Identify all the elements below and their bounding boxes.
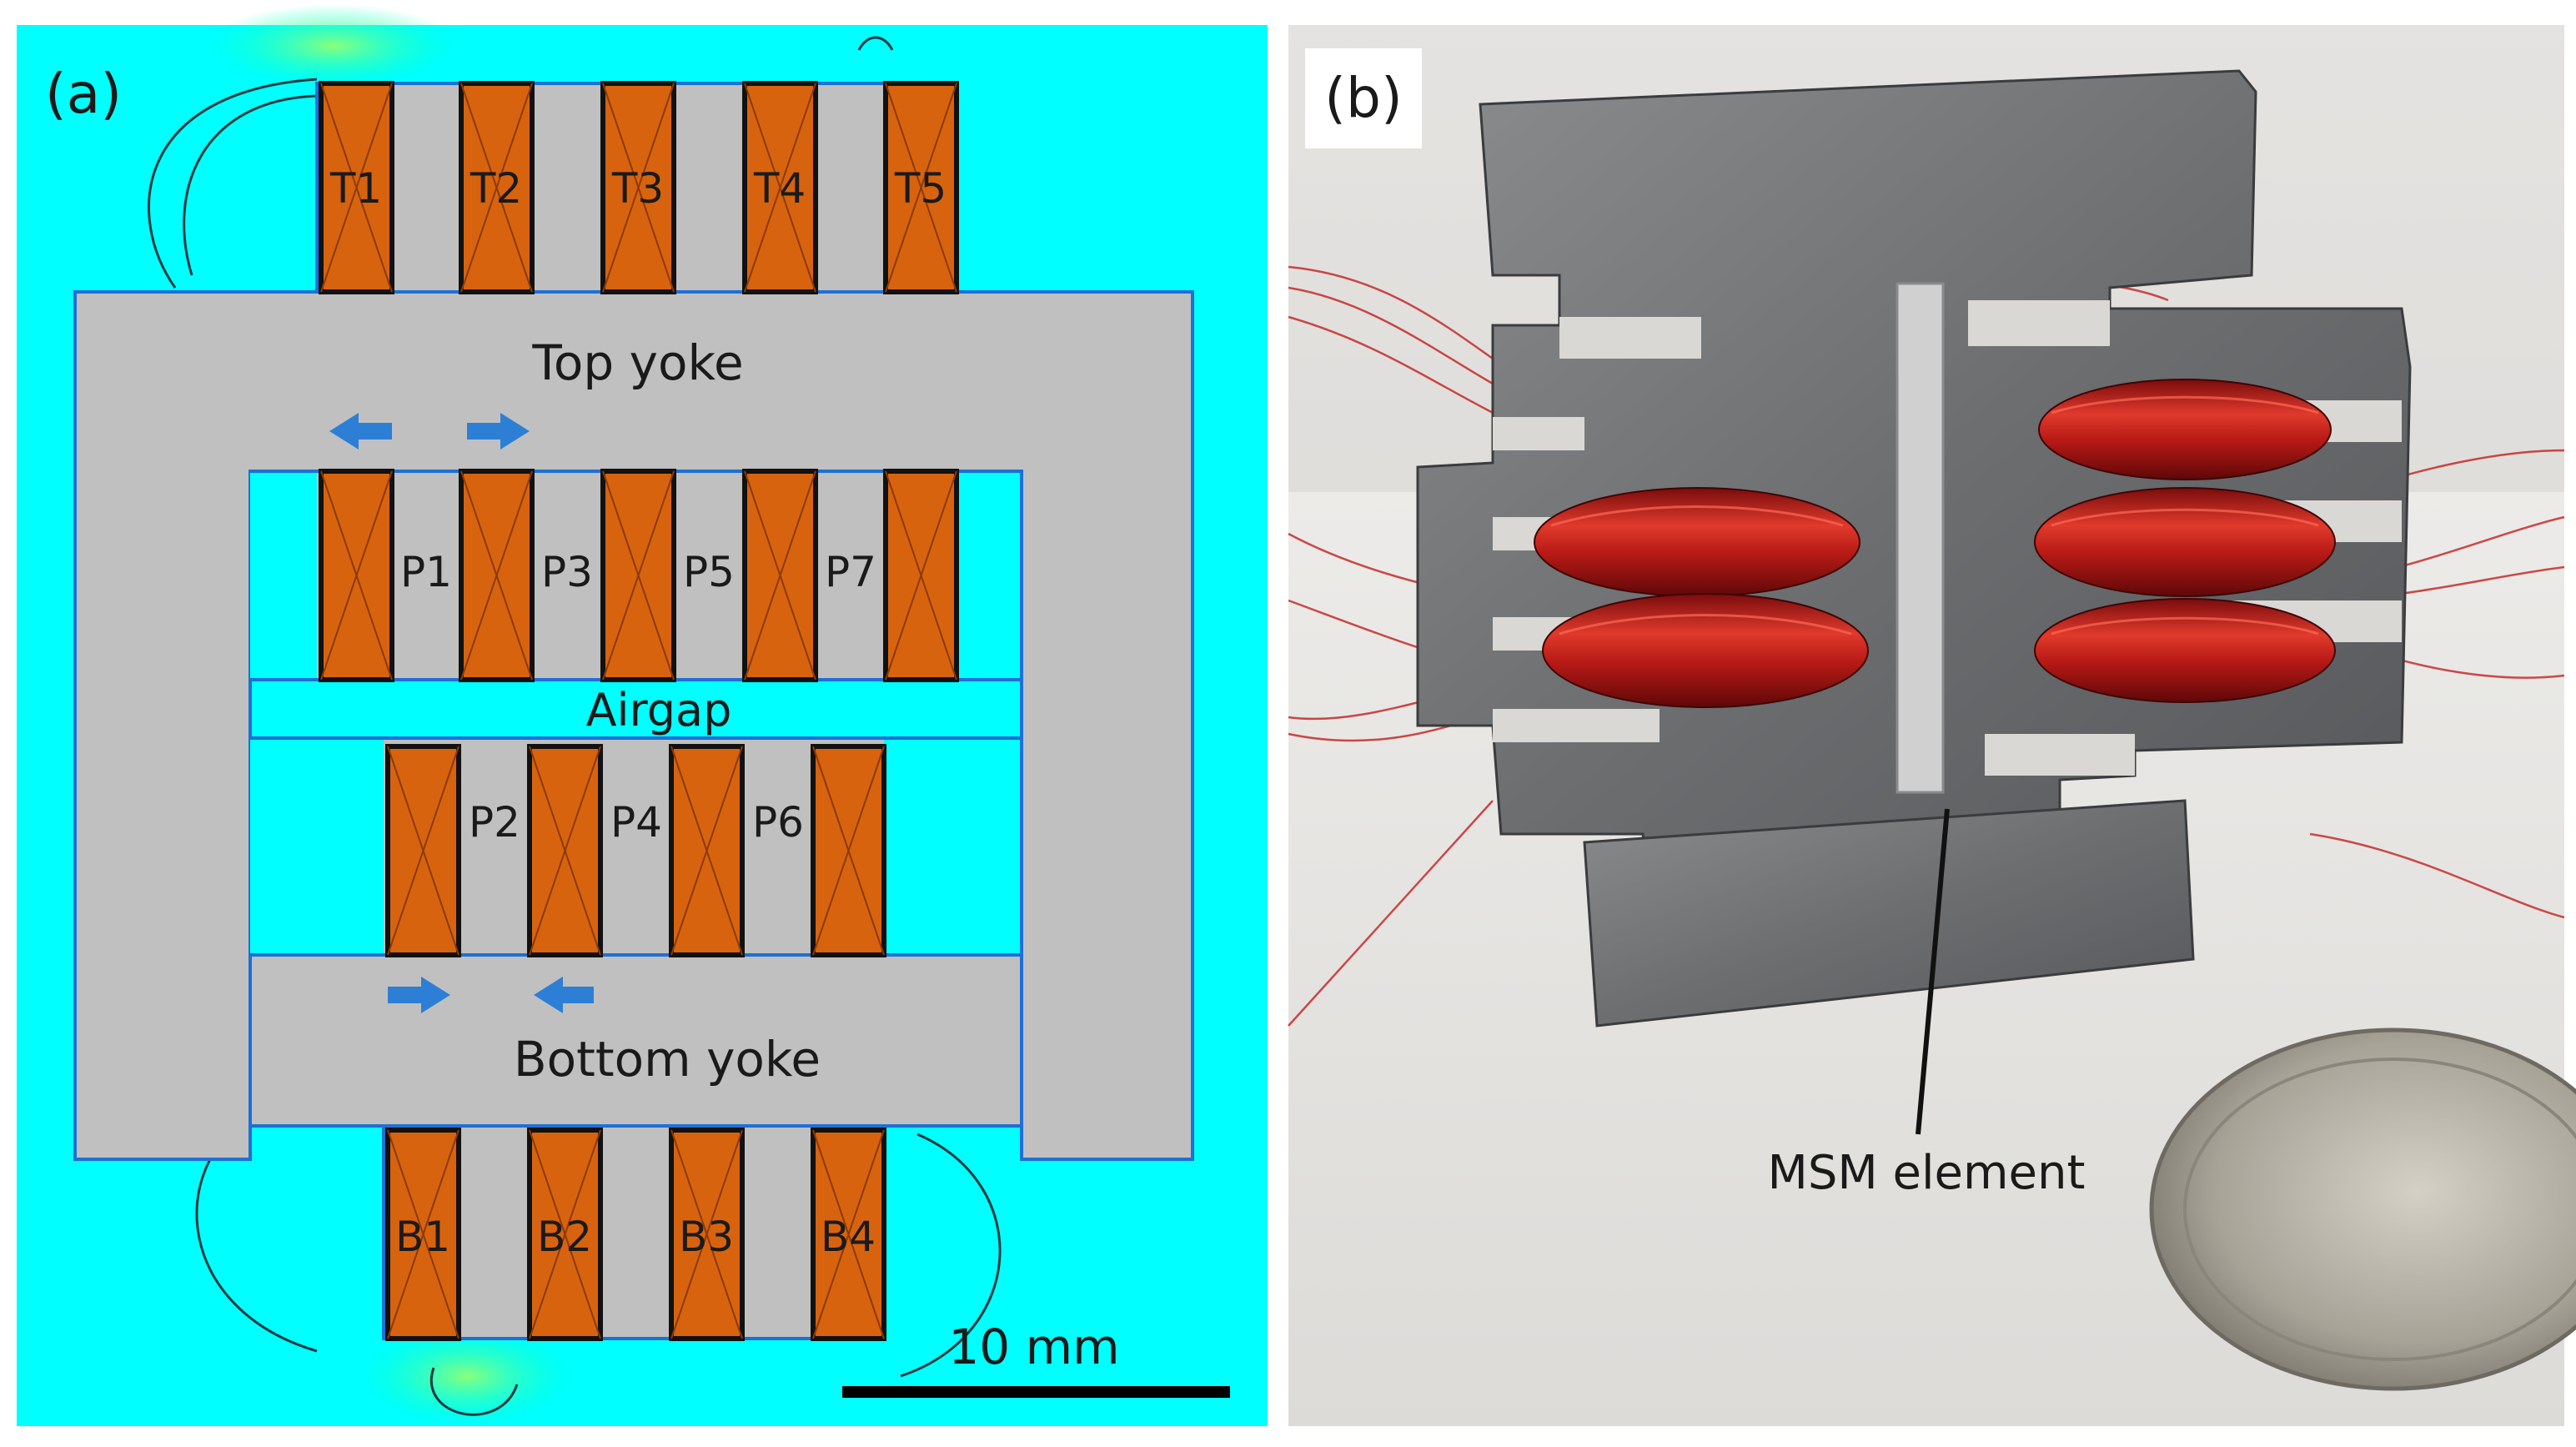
pole-label-p6: P6 [752, 798, 804, 847]
coil-label-t3: T3 [611, 164, 664, 213]
coil-t3 [600, 81, 676, 294]
pole-label-p3: P3 [541, 548, 593, 596]
coil-windows [250, 473, 1020, 953]
pole-label-p5: P5 [683, 548, 735, 596]
coil-t1 [319, 81, 394, 294]
callout-label: MSM element [1768, 1146, 2086, 1200]
pole-label-p7: P7 [825, 548, 876, 596]
wire-coil [2038, 379, 2332, 480]
coil-highlights [1550, 395, 2319, 636]
coil-pole-bottom [385, 744, 461, 957]
coil-label-b1: B1 [395, 1213, 450, 1261]
arrow-left-icon [329, 413, 392, 450]
wire-coil [1542, 593, 1869, 708]
coil-pole-bottom [669, 744, 745, 957]
bottom-yoke [249, 953, 1023, 1128]
pole-label-p1: P1 [400, 548, 452, 596]
coil-label-b2: B2 [537, 1213, 592, 1261]
arrow-right-icon [467, 413, 530, 450]
scale-bar [842, 1386, 1230, 1398]
coin-rim [2183, 1058, 2576, 1361]
wire-coil [2034, 487, 2336, 597]
coin-body [2149, 1027, 2576, 1391]
coil-label-t5: T5 [894, 164, 947, 213]
panel-a-label-box [33, 50, 133, 133]
coil-pole-top [883, 469, 959, 682]
coil-label-b4: B4 [821, 1213, 876, 1261]
bottom-yoke-photo [1583, 799, 2195, 1027]
coil-pole-bottom [811, 744, 886, 957]
wire-coil [1534, 487, 1860, 597]
coil-pole-top [319, 469, 394, 682]
pole-label-p4: P4 [610, 798, 662, 847]
bottom-yoke-label: Bottom yoke [514, 1031, 821, 1088]
arrow-left-icon [534, 977, 594, 1013]
bottom-coil-band [382, 1124, 886, 1340]
coil-pole-top [742, 469, 818, 682]
wire-coil [2034, 598, 2336, 703]
coil-t2 [459, 81, 535, 294]
coil-pole-bottom [527, 744, 603, 957]
coil-b4 [811, 1128, 886, 1341]
motion-arrows [329, 413, 594, 1013]
field-glow [208, 4, 459, 88]
arrow-right-icon [388, 977, 450, 1013]
callout-line [1916, 808, 1950, 1135]
coil-t5 [883, 81, 959, 294]
pole-label-p2: P2 [469, 798, 520, 847]
coil-label-b3: B3 [679, 1213, 734, 1261]
coil-label-t2: T2 [470, 164, 522, 213]
coils [319, 81, 959, 1341]
panel-b-label: (b) [1324, 66, 1402, 130]
coil-b1 [385, 1128, 461, 1341]
panel-b-label-box [1305, 48, 1422, 148]
coil-label-t1: T1 [329, 164, 382, 213]
coin [2149, 1027, 2576, 1391]
scale-bar-label: 10 mm [948, 1319, 1119, 1375]
panel-b: MSM element (b) [1288, 25, 2576, 1426]
panel-a: T1 T2 T3 T4 T5 P1 P3 P5 P7 P2 P4 P6 B1 B… [17, 4, 1268, 1426]
panel-a-label: (a) [45, 62, 122, 126]
coil-b3 [669, 1128, 745, 1341]
coil-t4 [742, 81, 818, 294]
field-glow [359, 1326, 575, 1426]
airgap-label: Airgap [586, 684, 732, 736]
airgap [249, 678, 1023, 740]
coil-pole-top [459, 469, 535, 682]
msm-element [1896, 282, 1945, 794]
coil-label-t4: T4 [753, 164, 806, 213]
top-yoke-label: Top yoke [531, 334, 743, 391]
coil-b2 [527, 1128, 603, 1341]
coil-pole-top [600, 469, 676, 682]
